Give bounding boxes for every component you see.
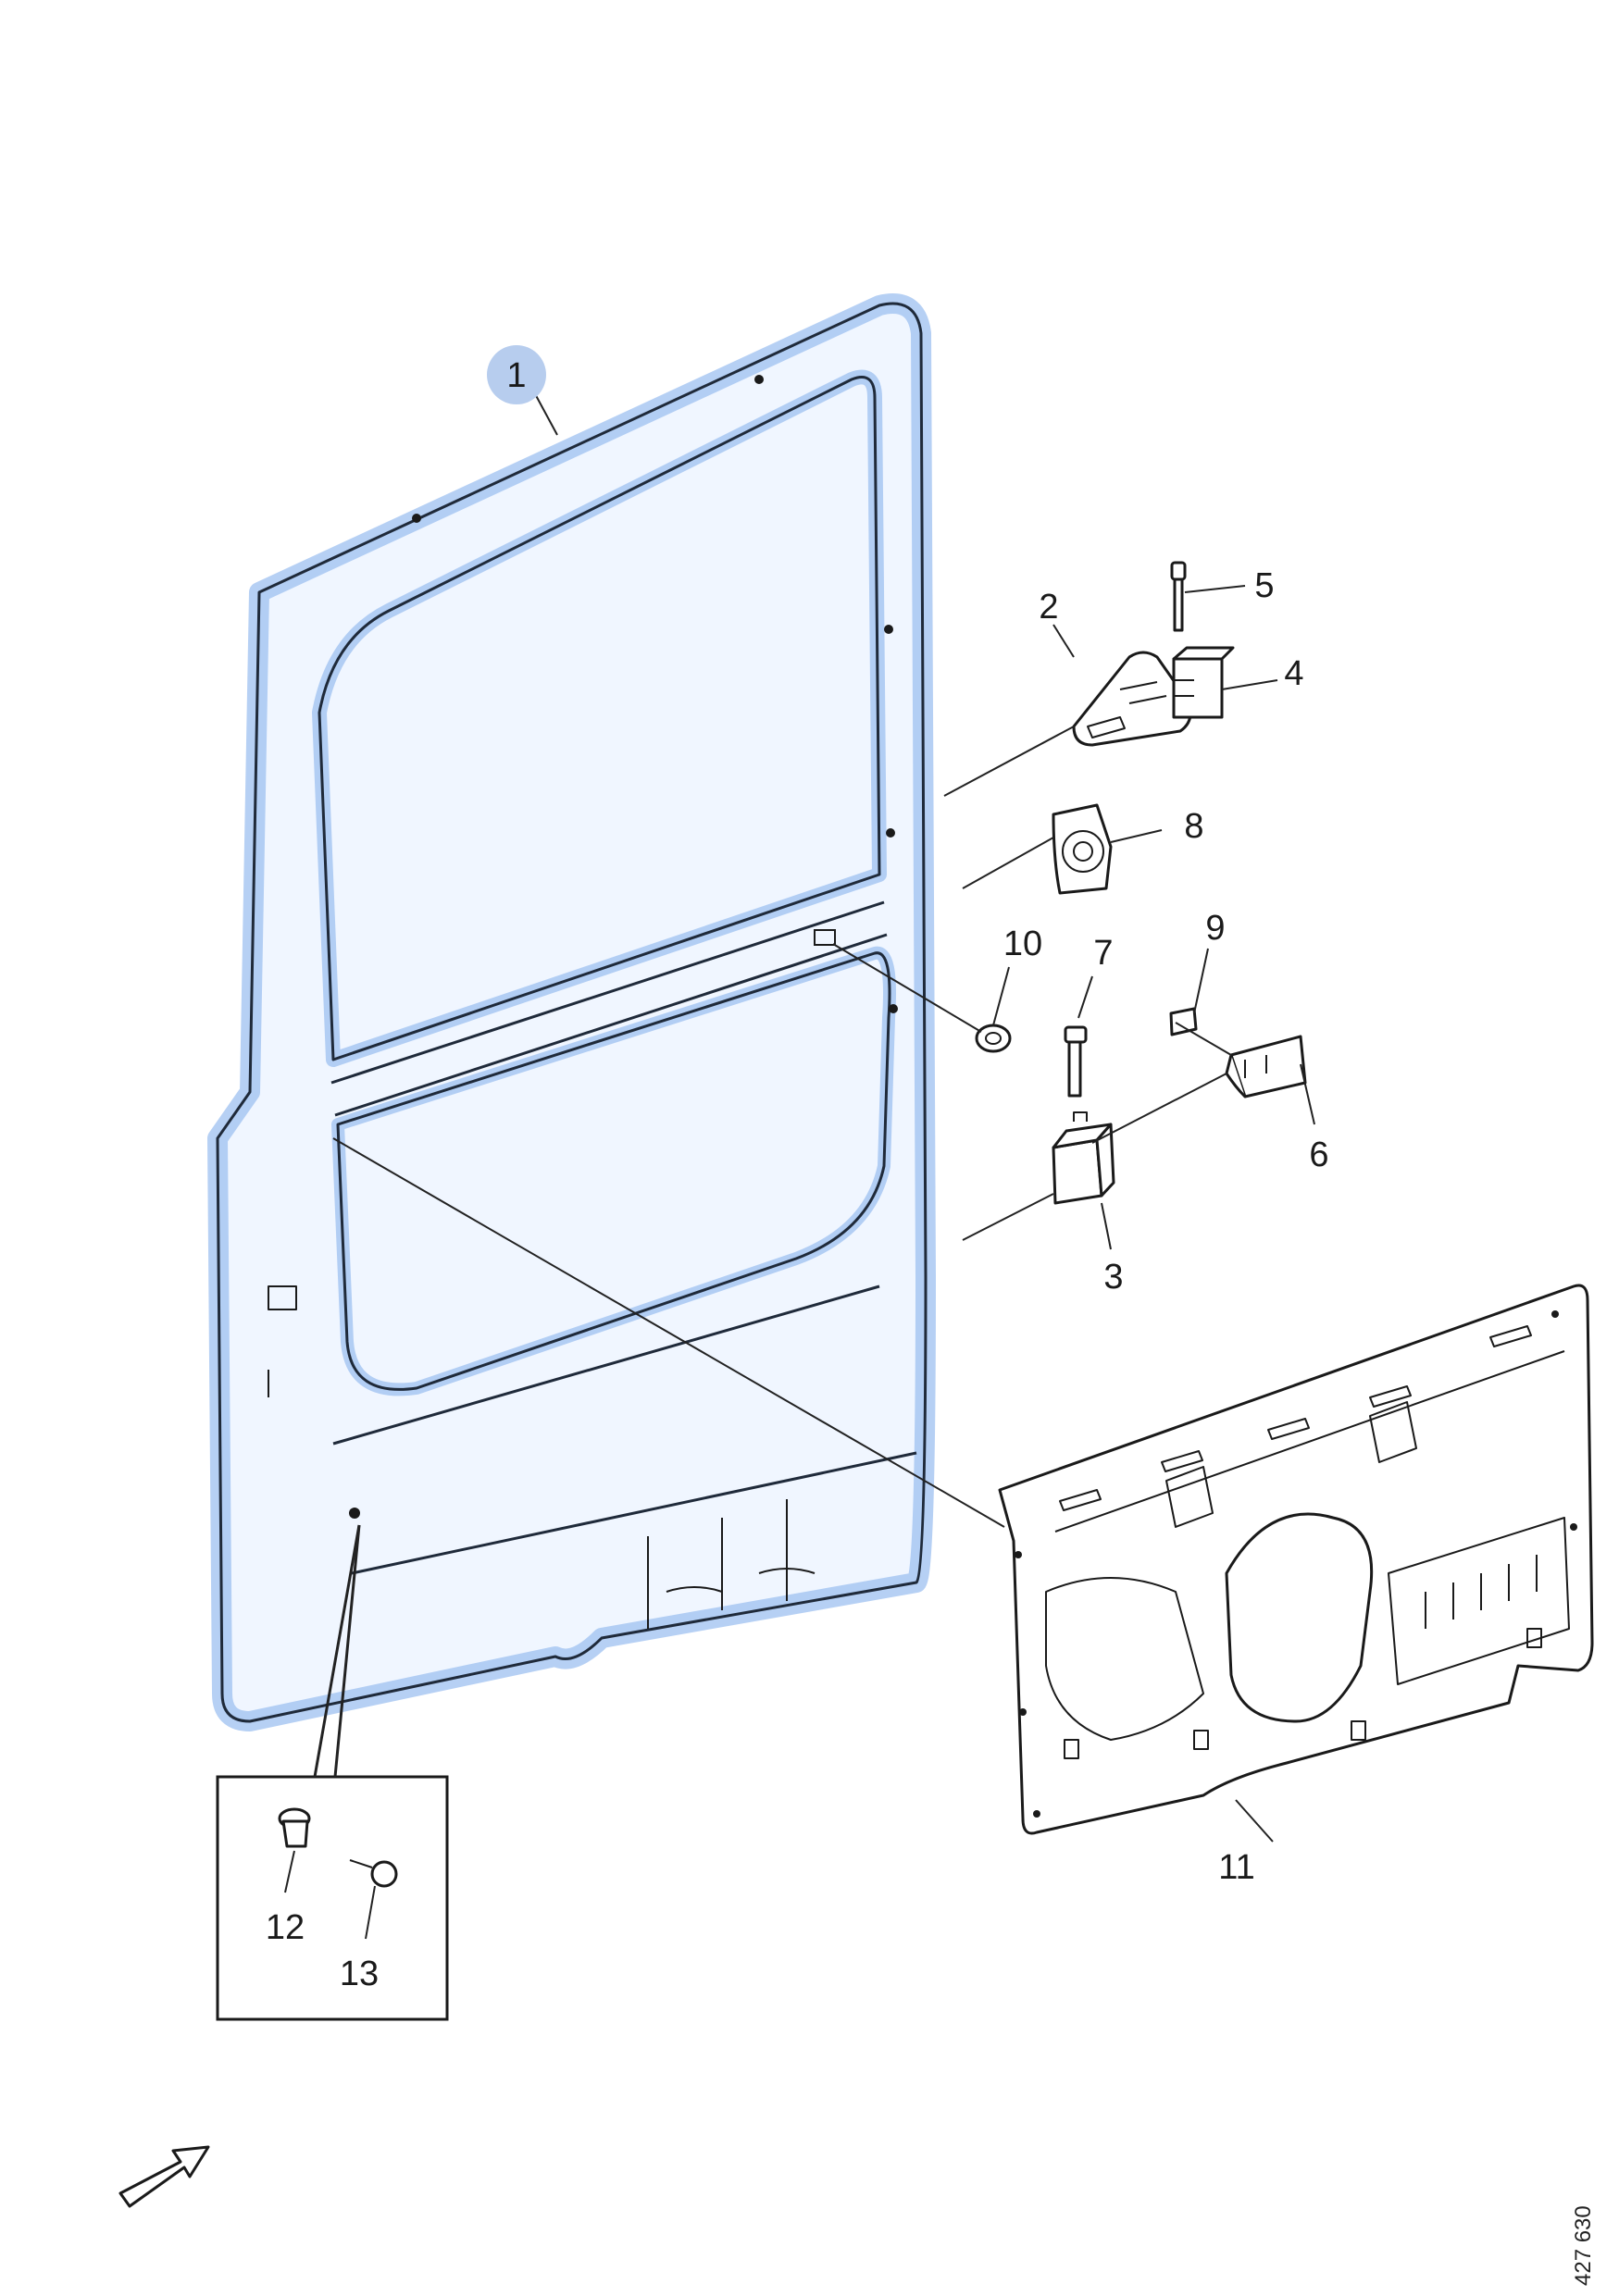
striker-plate-part-8[interactable] [1052,803,1113,895]
callout-4: 4 [1284,654,1303,693]
callout-11: 11 [1218,1848,1254,1887]
arrow-icon [118,2145,210,2208]
hinge-bracket-part-4[interactable] [1172,646,1235,719]
callout-13: 13 [340,1955,379,1993]
callout-1-badge [487,345,546,404]
reference-number: 427 630 [1571,2205,1596,2286]
bolt-part-5[interactable] [1170,561,1187,632]
callout-10: 10 [1003,925,1042,963]
lock-block-part-3[interactable] [1052,1111,1115,1205]
door-frame-part-1[interactable] [207,293,936,1731]
bolt-part-7[interactable] [1064,1025,1088,1098]
screw-part-13[interactable] [349,1859,398,1888]
callout-8: 8 [1184,807,1203,846]
callout-3: 3 [1103,1258,1123,1297]
callout-2: 2 [1039,588,1058,627]
callout-7: 7 [1093,934,1113,973]
latch-bracket-part-6[interactable] [1225,1035,1307,1098]
callout-6: 6 [1309,1136,1328,1174]
detail-inset-box [216,1524,449,2021]
inner-door-panel-part-11[interactable] [998,1284,1594,1835]
callout-9: 9 [1205,909,1225,948]
callout-1: 1 [506,356,526,395]
leader-lines [284,388,1315,1940]
grommet-part-10[interactable] [975,1024,1012,1053]
callout-5: 5 [1254,566,1274,605]
shim-part-9[interactable] [1169,1007,1198,1036]
callout-12: 12 [266,1908,305,1947]
clip-part-12[interactable] [278,1807,311,1848]
